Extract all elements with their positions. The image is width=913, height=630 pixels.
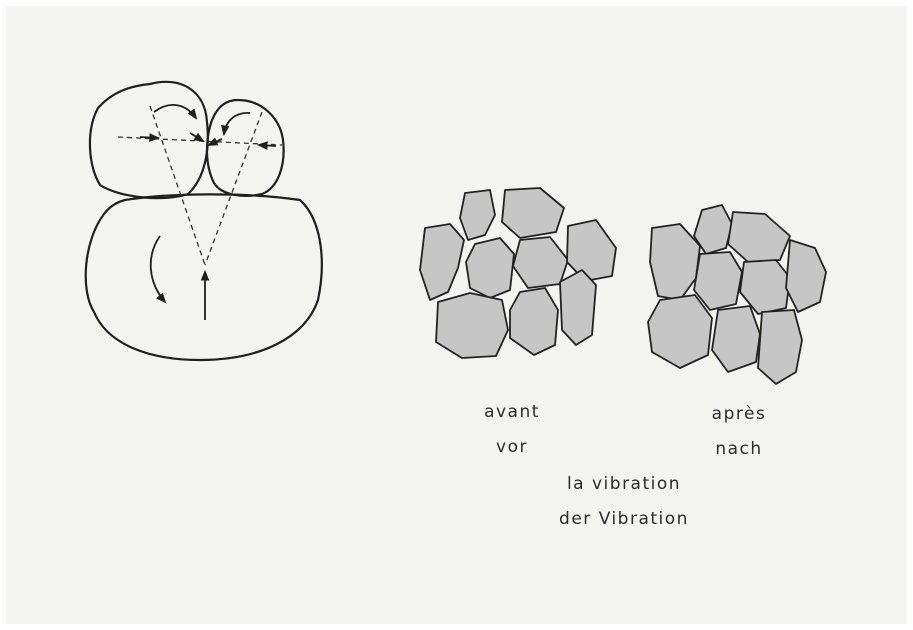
label-after-fr: après	[712, 404, 767, 424]
stone	[728, 212, 790, 262]
rotation-arrow-right-stone	[224, 113, 250, 134]
contact-arrow-left	[140, 137, 158, 138]
stones-after-vibration	[648, 205, 826, 384]
stone	[510, 288, 558, 355]
stone	[694, 252, 742, 310]
caption-de: der Vibration	[559, 509, 689, 529]
stone	[502, 188, 564, 238]
force-sketch	[86, 82, 322, 360]
label-before-fr: avant	[484, 402, 540, 422]
stone	[758, 310, 802, 384]
lower-stone	[86, 194, 322, 360]
contact-arrow-right	[259, 145, 276, 146]
rotation-arrow-lower-stone	[151, 236, 165, 302]
stone	[513, 237, 568, 288]
upper-right-stone	[207, 100, 284, 196]
stone	[567, 220, 616, 281]
stone	[460, 190, 495, 240]
caption-fr: la vibration	[567, 474, 681, 494]
stone	[650, 224, 700, 300]
stone	[436, 293, 508, 358]
center-arrow-left	[190, 133, 203, 141]
stone	[712, 306, 760, 372]
label-after-de: nach	[715, 439, 762, 459]
stone	[420, 224, 464, 300]
stone	[466, 238, 514, 298]
stones-before-vibration	[420, 188, 616, 358]
stone	[648, 295, 712, 368]
stone	[786, 240, 826, 312]
rotation-arrow-left-stone	[154, 105, 196, 118]
force-lines	[118, 106, 282, 265]
stone	[560, 270, 596, 345]
label-before-de: vor	[496, 437, 528, 457]
